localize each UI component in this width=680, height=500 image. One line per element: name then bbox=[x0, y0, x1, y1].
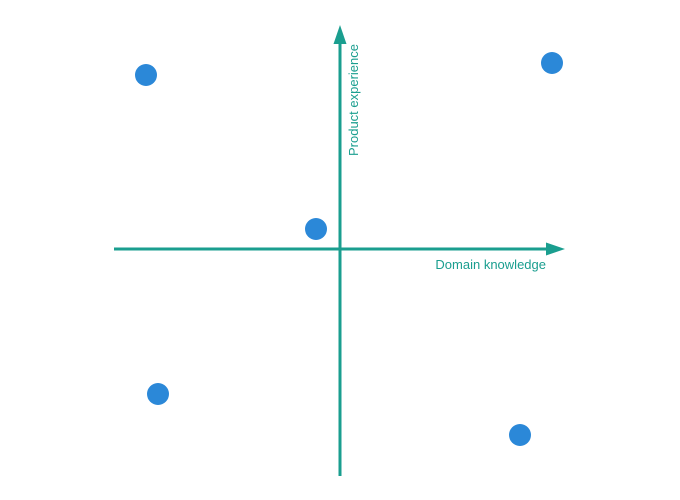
x-axis-label: Domain knowledge bbox=[435, 257, 546, 272]
point-top-right bbox=[541, 52, 563, 74]
y-axis-label: Product experience bbox=[346, 44, 361, 156]
x-axis-arrowhead bbox=[546, 242, 565, 256]
point-top-left bbox=[135, 64, 157, 86]
point-bottom-right bbox=[509, 424, 531, 446]
y-axis-arrowhead bbox=[333, 25, 347, 44]
point-bottom-left bbox=[147, 383, 169, 405]
point-near-origin bbox=[305, 218, 327, 240]
